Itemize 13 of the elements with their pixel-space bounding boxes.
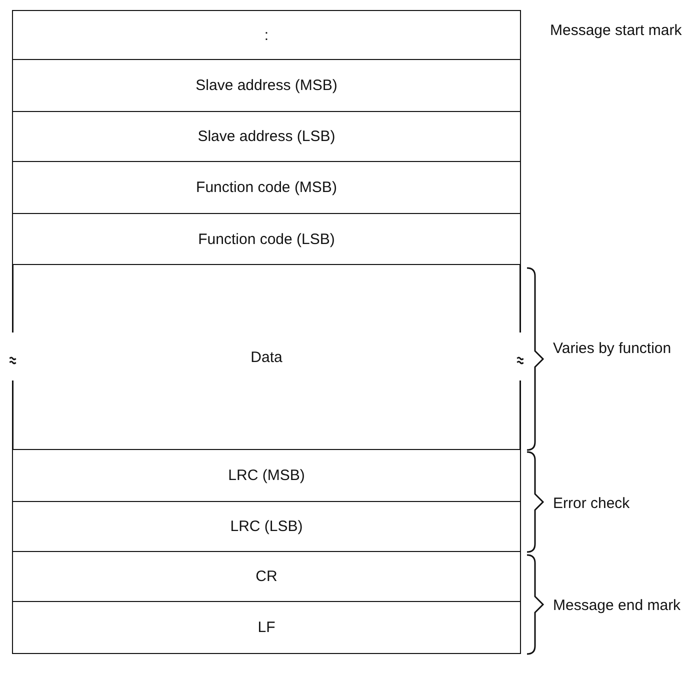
table-row: LF xyxy=(12,602,521,654)
table-row: Function code (LSB) xyxy=(12,214,521,265)
table-row: LRC (MSB) xyxy=(12,450,521,502)
section-label: Error check xyxy=(553,495,630,512)
section-label: Message start mark xyxy=(550,22,682,39)
table-row: Slave address (MSB) xyxy=(12,60,521,112)
table-row: LRC (LSB) xyxy=(12,502,521,552)
table-row: CR xyxy=(12,552,521,602)
table-row: Slave address (LSB) xyxy=(12,112,521,162)
table-row: Function code (MSB) xyxy=(12,162,521,214)
section-label: Message end mark xyxy=(553,597,681,614)
section-label: Varies by function xyxy=(553,340,672,357)
table-row: : xyxy=(12,10,521,60)
